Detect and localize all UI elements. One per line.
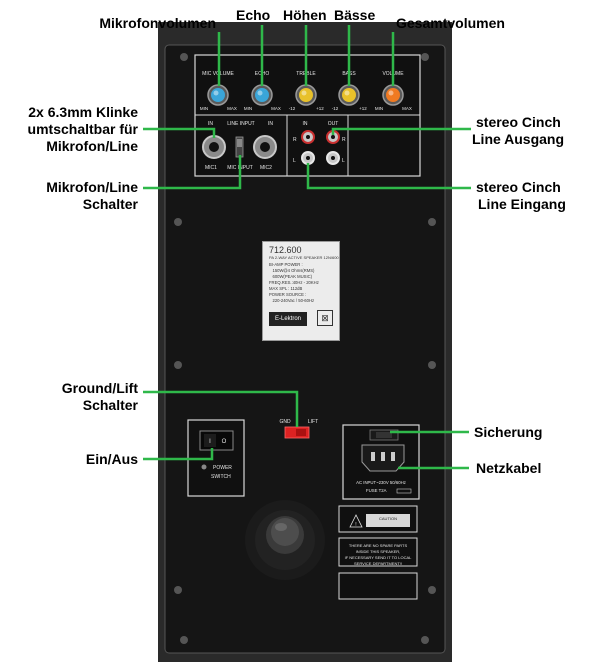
fuse-label: FUSE T2A xyxy=(366,488,387,493)
callout-power-cable: Netzkabel xyxy=(476,460,542,476)
callout-out-line2: Line Ausgang xyxy=(472,131,565,147)
nameplate: 712.600 PA 2-WAY ACTIVE SPEAKER 12N/600 … xyxy=(262,241,340,341)
switch-label: SWITCH xyxy=(211,474,231,480)
rca-out-l-label: L xyxy=(342,158,345,164)
callout-mic-volume: Mikrofonvolumen xyxy=(99,15,216,31)
no-parts-box xyxy=(338,537,418,567)
screw-icon xyxy=(174,361,182,369)
callout-out-line1: stereo Cinch xyxy=(476,114,561,130)
knob-max-label: MAX xyxy=(402,106,412,111)
no-parts-line1: THERE ARE NO SPARE PARTS xyxy=(349,543,408,548)
callout-gnd-line2: Schalter xyxy=(82,397,138,413)
mic-line-switch[interactable] xyxy=(235,136,244,158)
power-on-mark: I xyxy=(209,439,211,445)
model-number: 712.600 xyxy=(269,245,302,255)
rca-in-left[interactable] xyxy=(301,151,315,165)
rca-in-label: IN xyxy=(303,121,308,127)
knob-max-label: MAX xyxy=(271,106,281,111)
fuse-holder[interactable] xyxy=(369,429,399,441)
spec-text: BI-AMP POWER : 150W@4 Ohms(RMS) 600W(PEA… xyxy=(269,262,319,303)
callout-in-line2: Line Eingang xyxy=(478,196,566,212)
screw-icon xyxy=(428,586,436,594)
power-switch[interactable]: I O xyxy=(199,430,234,451)
callout-jack-line3: Mikrofon/Line xyxy=(46,138,138,154)
iec-power-socket[interactable] xyxy=(361,444,405,472)
knob-min-label: MIN xyxy=(200,106,208,111)
no-parts-line2: INSIDE THIS SPEAKER, xyxy=(356,549,401,554)
warning-triangle-icon xyxy=(349,514,363,528)
screw-icon xyxy=(421,636,429,644)
knob-min-label: -12 xyxy=(289,106,296,111)
blank-box xyxy=(338,572,418,600)
rca-out-r-label: R xyxy=(342,137,346,143)
no-parts-line4: SERVICE DEPARTMENT!! xyxy=(354,561,402,566)
screw-icon xyxy=(428,361,436,369)
fuse-icon xyxy=(396,488,412,494)
rca-out-left[interactable] xyxy=(326,151,340,165)
screws xyxy=(174,53,436,644)
line-input-label: LINE INPUT xyxy=(227,121,255,127)
gnd-label: GND xyxy=(279,419,291,425)
weee-bin-icon: ⊠ xyxy=(317,310,333,326)
caution-label: CAUTION xyxy=(379,516,397,521)
callout-bass: Bässe xyxy=(334,7,376,23)
callout-switch-line1: Mikrofon/Line xyxy=(46,179,138,195)
knob-min-label: MIN xyxy=(244,106,252,111)
jack-mic2[interactable] xyxy=(253,135,277,159)
in-label-left: IN xyxy=(208,121,213,127)
pointer-line xyxy=(143,127,216,138)
rca-in-right[interactable] xyxy=(301,130,315,144)
jack-mic1[interactable] xyxy=(202,135,226,159)
rca-in-l-label: L xyxy=(293,158,296,164)
ac-input-label: AC INPUT~230V 50/60Hz xyxy=(356,480,406,485)
knob-max-label: +12 xyxy=(316,106,324,111)
screw-icon xyxy=(174,586,182,594)
callout-switch-line2: Schalter xyxy=(82,196,138,212)
knob-min-label: -12 xyxy=(332,106,339,111)
in-label-right: IN xyxy=(268,121,273,127)
no-parts-line3: IF NECESSARY SEND IT TO LOCAL xyxy=(345,555,413,560)
pointer-lines xyxy=(143,25,471,470)
knob-max-label: +12 xyxy=(359,106,367,111)
rca-in-r-label: R xyxy=(293,137,297,143)
callout-treble: Höhen xyxy=(283,7,327,23)
callout-jack-line2: umtschaltbar für xyxy=(27,121,138,137)
screw-icon xyxy=(180,53,188,61)
knob-max-label: MAX xyxy=(227,106,237,111)
warning-mark: ! xyxy=(355,522,356,528)
callout-master-volume: Gesamtvolumen xyxy=(396,15,505,31)
pointer-line xyxy=(143,448,214,461)
callout-gnd-line1: Ground/Lift xyxy=(61,380,138,396)
power-led-icon xyxy=(201,464,207,470)
screw-icon xyxy=(421,53,429,61)
callout-fuse: Sicherung xyxy=(474,424,543,440)
caution-label-bg xyxy=(366,514,410,527)
mic2-label: MIC2 xyxy=(260,165,272,171)
model-subtitle: PA 2-WAY ACTIVE SPEAKER 12N/600 xyxy=(269,255,339,260)
callout-jack-line1: 2x 6.3mm Klinke xyxy=(28,104,138,120)
screw-icon xyxy=(180,636,188,644)
ground-lift-switch[interactable] xyxy=(284,426,310,439)
power-off-mark: O xyxy=(222,439,227,445)
callout-echo: Echo xyxy=(236,7,271,23)
callout-in-line1: stereo Cinch xyxy=(476,179,561,195)
callout-power-switch: Ein/Aus xyxy=(85,451,138,467)
pointer-line xyxy=(143,390,299,427)
mic1-label: MIC1 xyxy=(205,165,217,171)
rca-out-label: OUT xyxy=(328,121,339,127)
screw-icon xyxy=(428,218,436,226)
pointer-line xyxy=(143,155,242,190)
rubber-foot xyxy=(245,500,325,580)
knob-min-label: MIN xyxy=(375,106,383,111)
brand-logo: E-Lektron xyxy=(269,312,307,326)
lift-label: LIFT xyxy=(308,419,318,425)
power-label: POWER xyxy=(213,465,232,471)
pointer-line xyxy=(331,127,471,135)
pointer-line xyxy=(306,163,471,190)
screw-icon xyxy=(174,218,182,226)
